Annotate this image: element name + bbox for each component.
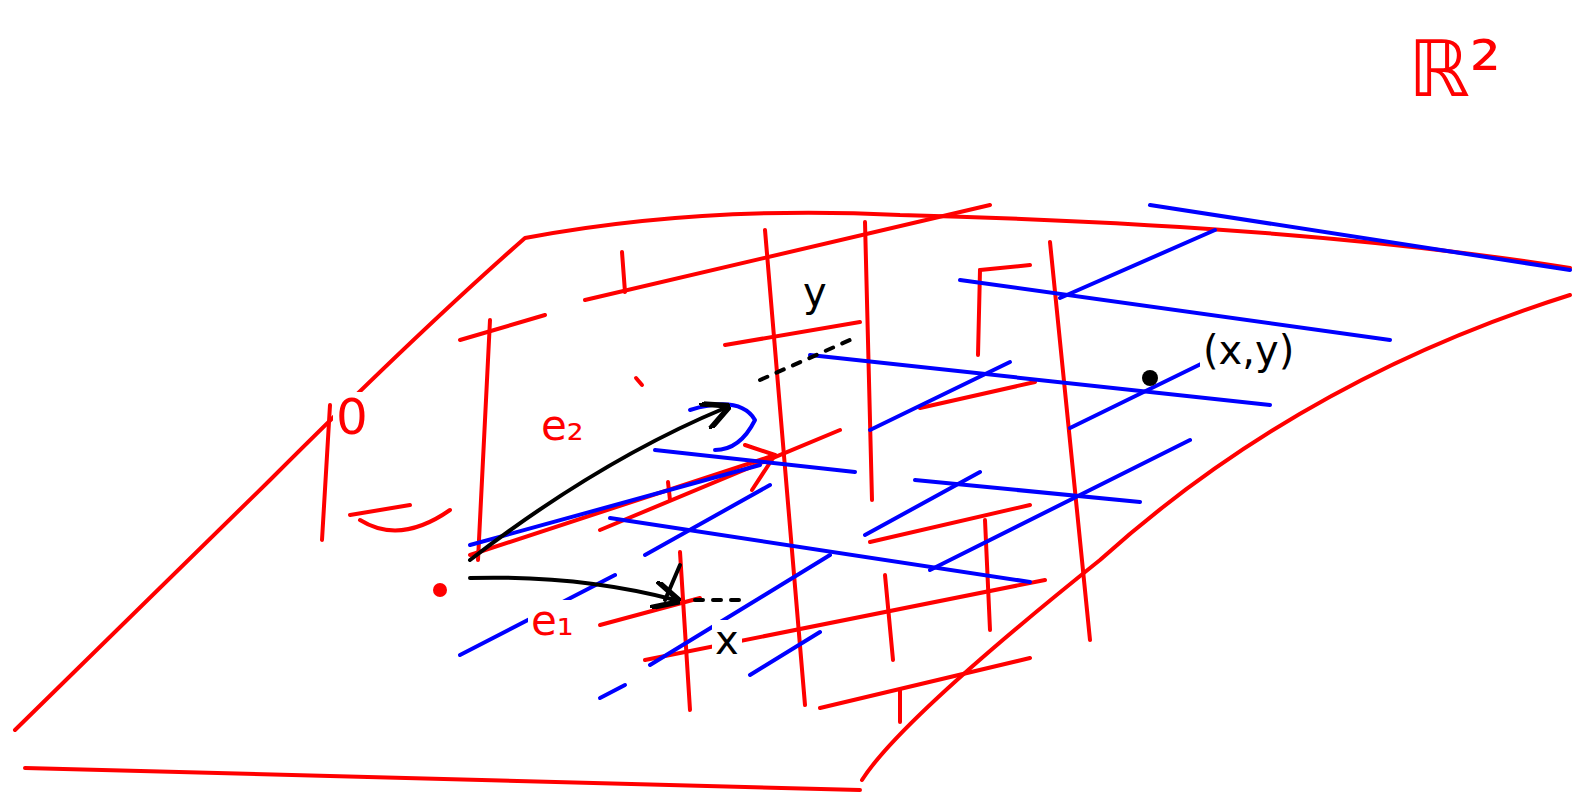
sketch-stroke xyxy=(470,455,775,555)
coordinate-label: x xyxy=(712,620,742,660)
sketch-stroke xyxy=(15,213,1570,730)
sketch-stroke xyxy=(960,280,1390,340)
sketch-stroke xyxy=(760,340,850,380)
red-grid xyxy=(460,205,1090,722)
sketch-stroke xyxy=(460,575,615,655)
sketch-stroke xyxy=(636,378,642,385)
sketch-stroke xyxy=(870,505,1030,542)
sketch-stroke xyxy=(655,450,855,472)
vector-label: e₂ xyxy=(538,405,587,447)
sketch-stroke xyxy=(980,265,1030,270)
sketch-stroke xyxy=(25,768,860,790)
sketch-stroke xyxy=(862,295,1570,780)
sketch-stroke xyxy=(750,632,820,675)
sketch-stroke xyxy=(920,382,1035,408)
sketch-stroke xyxy=(870,362,1010,430)
sketch-stroke xyxy=(600,685,625,698)
coordinate-label: y xyxy=(800,272,830,312)
sketch-stroke xyxy=(690,404,755,450)
sketch-stroke xyxy=(470,408,725,560)
sketch-stroke xyxy=(645,580,1045,660)
sketch-stroke xyxy=(1150,205,1570,270)
sketch-stroke xyxy=(898,690,902,722)
sketch-stroke xyxy=(622,252,625,292)
sketch-stroke xyxy=(460,315,545,340)
sketch-stroke xyxy=(1060,230,1215,298)
sketch-stroke xyxy=(600,598,700,625)
sketch-stroke xyxy=(930,440,1190,570)
sketch-stroke xyxy=(885,575,893,660)
blue-grid xyxy=(460,205,1570,698)
sketch-stroke xyxy=(865,472,980,535)
basis-vectors xyxy=(470,340,850,600)
sketch-stroke xyxy=(645,485,770,555)
sketch-stroke xyxy=(695,598,745,602)
point-label: (x,y) xyxy=(1200,330,1297,370)
sketch-stroke xyxy=(820,658,1030,708)
origin-point xyxy=(433,583,447,597)
sketch-stroke xyxy=(665,565,680,600)
sketch-stroke xyxy=(680,552,690,710)
sketch-stroke xyxy=(470,578,675,600)
sketch-stroke xyxy=(478,320,490,560)
origin-label: 0 xyxy=(333,392,371,442)
sketch-stroke xyxy=(1050,242,1090,640)
sketch-stroke xyxy=(585,205,990,300)
space-label: ℝ² xyxy=(1405,30,1504,108)
sketch-stroke xyxy=(725,322,860,345)
lattice-point xyxy=(1142,370,1158,386)
plane-outline xyxy=(15,213,1570,790)
sketch-stroke xyxy=(650,555,830,665)
vector-label: e₁ xyxy=(528,600,577,642)
